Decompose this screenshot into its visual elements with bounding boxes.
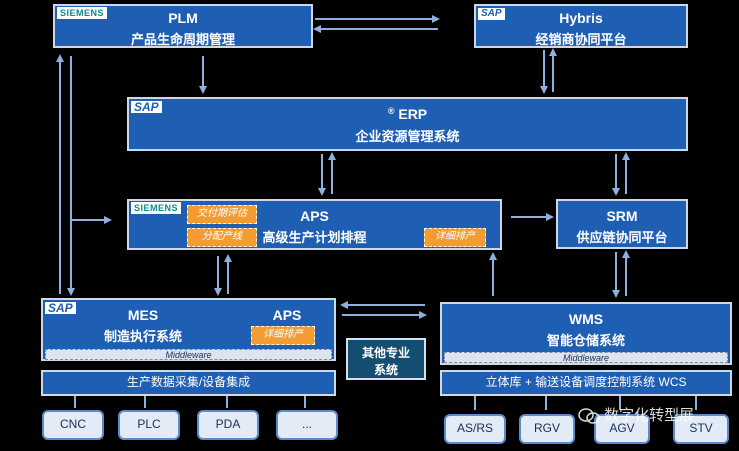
registered-mark: ® (387, 106, 395, 116)
watermark: 数字化转型展 (578, 404, 694, 425)
other-systems-line2: 系统 (373, 363, 398, 377)
erp-title: ® ERP (129, 106, 686, 122)
hybris-title: Hybris (559, 10, 603, 26)
siemens-logo: SIEMENS (131, 202, 182, 214)
device-stv: STV (673, 414, 729, 444)
device-cnc: CNC (42, 410, 104, 440)
mes-subtitle: 制造执行系统 (103, 329, 182, 344)
sap-logo: SAP (478, 8, 505, 20)
sap-logo: SAP (45, 302, 76, 314)
device-more: ... (276, 410, 338, 440)
aps-title: APS (300, 208, 329, 224)
mes-aps-title: APS (272, 307, 302, 323)
device-pda: PDA (197, 410, 259, 440)
wms-middleware: Middleware (444, 352, 728, 363)
aps-box: SIEMENS 交付期评估 分配产线 APS 高级生产计划排程 详细排产 (127, 199, 502, 250)
mes-box: SAP MES 制造执行系统 APS 详细排产 Middleware (41, 298, 336, 361)
aps-tag-line: 分配产线 (187, 228, 257, 247)
erp-box: SAP ® ERP 企业资源管理系统 (127, 97, 688, 151)
wms-title: WMS (568, 311, 604, 327)
other-systems-line1: 其他专业 (361, 346, 410, 360)
data-collection-bar: 生产数据采集/设备集成 (41, 370, 336, 396)
aps-tag-delivery: 交付期评估 (187, 205, 257, 224)
device-plc: PLC (118, 410, 180, 440)
erp-subtitle: 企业资源管理系统 (355, 129, 460, 144)
wms-subtitle: 智能仓储系统 (546, 333, 625, 348)
device-rgv: RGV (519, 414, 575, 444)
mes-aps-tag: 详细排产 (251, 326, 315, 345)
hybris-subtitle: 经销商协同平台 (535, 32, 627, 47)
device-agv: AGV (594, 414, 650, 444)
aps-subtitle: 高级生产计划排程 (262, 230, 367, 245)
aps-tag-schedule: 详细排产 (424, 228, 486, 247)
sap-logo: SAP (131, 101, 162, 113)
wms-box: WMS 智能仓储系统 Middleware (440, 302, 732, 365)
other-systems-box: 其他专业 系统 (346, 338, 426, 380)
srm-subtitle: 供应链协同平台 (576, 230, 668, 245)
mes-title: MES (127, 307, 159, 323)
plm-box: SIEMENS PLM 产品生命周期管理 (53, 4, 313, 48)
plm-title: PLM (168, 10, 198, 26)
erp-title-text: ERP (398, 106, 428, 122)
wcs-control-bar: 立体库 + 输送设备调度控制系统 WCS (440, 370, 732, 396)
mes-middleware: Middleware (45, 349, 332, 360)
plm-subtitle: 产品生命周期管理 (130, 32, 235, 47)
hybris-box: SAP Hybris 经销商协同平台 (474, 4, 688, 48)
watermark-text: 数字化转型展 (604, 407, 695, 424)
wechat-icon (578, 408, 600, 424)
srm-box: SRM 供应链协同平台 (556, 199, 688, 249)
device-asrs: AS/RS (444, 414, 506, 444)
siemens-logo: SIEMENS (57, 7, 108, 19)
srm-title: SRM (606, 208, 638, 224)
